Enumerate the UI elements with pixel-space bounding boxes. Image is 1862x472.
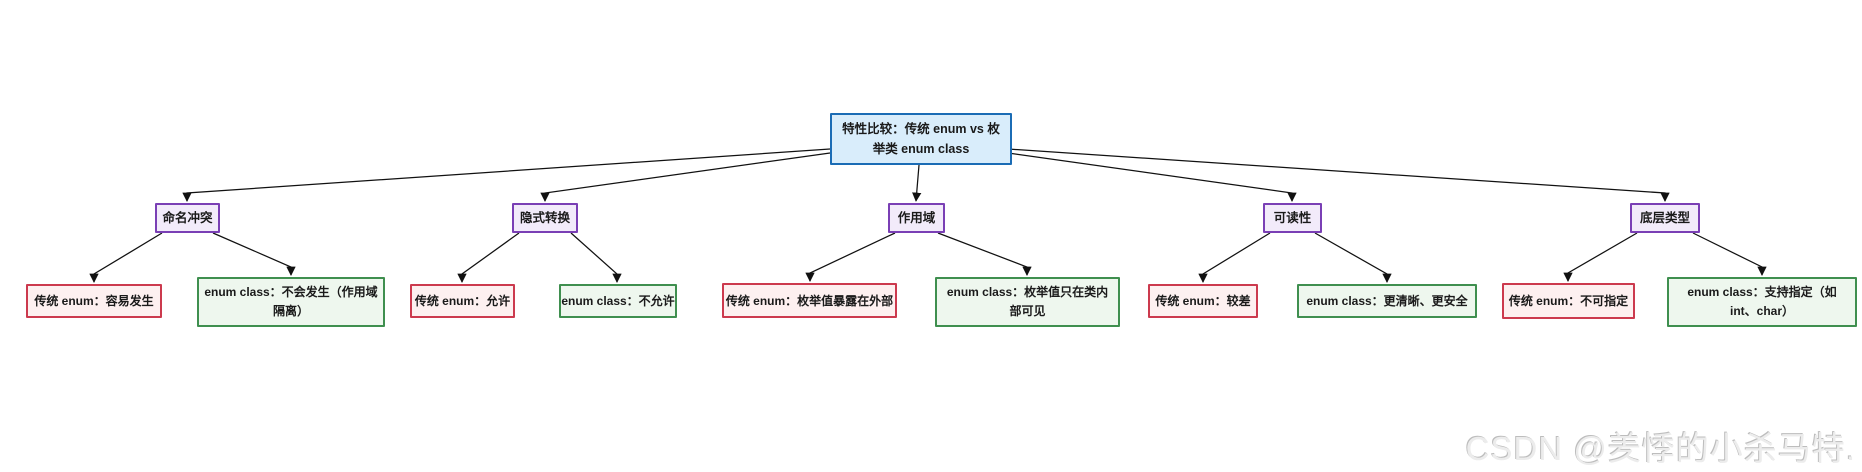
leaf-node-naming-enum-class: enum class：不会发生（作用域隔离） [197, 277, 385, 327]
leaf-node-readability-traditional: 传统 enum：较差 [1148, 284, 1258, 318]
leaf-node-underlying-traditional: 传统 enum：不可指定 [1502, 283, 1635, 319]
watermark: CSDN @羑悸的小杀马特. [1465, 430, 1856, 467]
leaf-node-underlying-enum-class: enum class：支持指定（如 int、char） [1667, 277, 1857, 327]
root-node: 特性比较：传统 enum vs 枚举类 enum class [830, 113, 1012, 165]
leaf-node-conversion-traditional: 传统 enum：允许 [410, 284, 515, 318]
category-node-naming-conflict: 命名冲突 [155, 203, 220, 233]
leaf-node-conversion-enum-class: enum class：不允许 [559, 284, 677, 318]
category-node-readability: 可读性 [1263, 203, 1322, 233]
leaf-node-naming-traditional: 传统 enum：容易发生 [26, 284, 162, 318]
leaf-node-scope-enum-class: enum class：枚举值只在类内部可见 [935, 277, 1120, 327]
category-node-scope: 作用域 [888, 203, 945, 233]
category-node-underlying-type: 底层类型 [1630, 203, 1700, 233]
category-node-implicit-conversion: 隐式转换 [512, 203, 578, 233]
leaf-node-readability-enum-class: enum class：更清晰、更安全 [1297, 284, 1477, 318]
leaf-node-scope-traditional: 传统 enum：枚举值暴露在外部 [722, 283, 897, 318]
